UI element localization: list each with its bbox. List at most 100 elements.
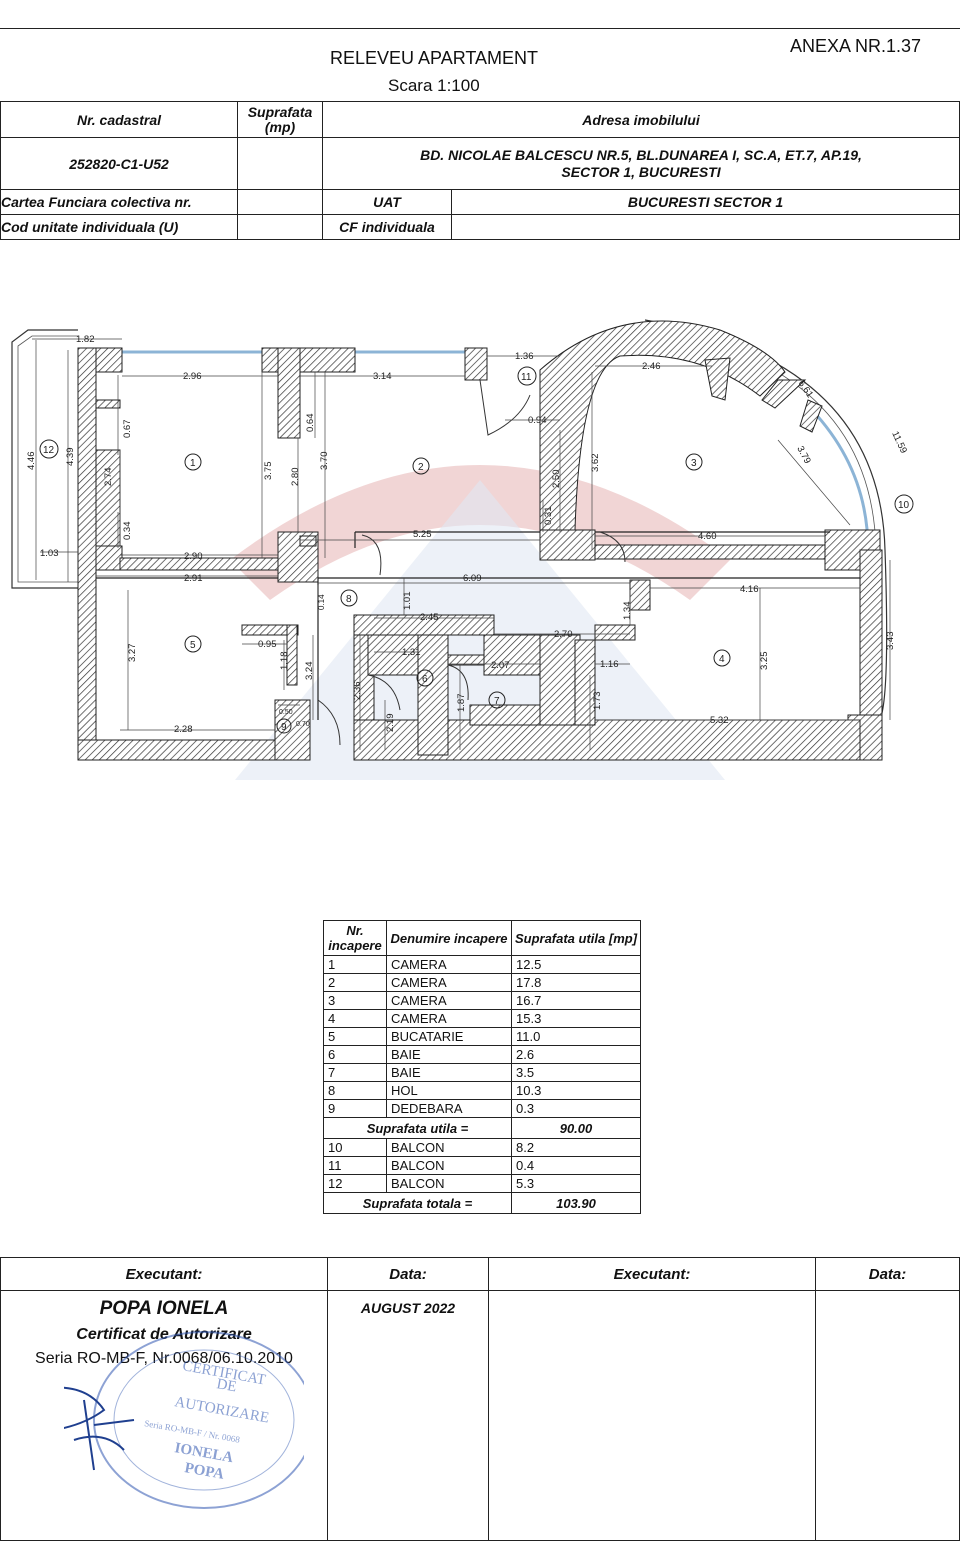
adresa-line-2: SECTOR 1, BUCURESTI (561, 163, 721, 180)
dim-4.46: 4.46 (26, 452, 37, 471)
totala-label: Suprafata totala = (323, 1192, 512, 1214)
dim-1.31: 1.31 (402, 647, 421, 658)
cell-nr: 11 (323, 1156, 387, 1175)
date-cell: AUGUST 2022 (327, 1290, 489, 1541)
dim-2.96: 2.96 (183, 371, 202, 382)
date-value: AUGUST 2022 (360, 1300, 456, 1316)
room-label-9: 9 (281, 722, 287, 733)
dim-1.18: 1.18 (279, 652, 290, 671)
room-label-8: 8 (346, 594, 352, 605)
dim-3.62: 3.62 (590, 454, 601, 473)
property-info-table: Nr. cadastral Suprafata (mp) Adresa imob… (0, 101, 960, 240)
dim-0.94: 0.94 (528, 415, 547, 426)
dim-0.70: 0.70 (296, 721, 310, 728)
dim-2.80: 2.80 (290, 468, 301, 487)
cell-denumire: CAMERA (386, 1009, 512, 1028)
col-header-suprafata: Suprafata utila [mp] (511, 920, 641, 956)
dim-1.03: 1.03 (40, 548, 59, 559)
data-label: Data: (327, 1257, 489, 1291)
dim-1.87: 1.87 (456, 694, 467, 713)
dim-2.36: 2.36 (352, 682, 363, 701)
adresa-label: Adresa imobilului (322, 101, 960, 138)
nr-cadastral-value: 252820-C1-U52 (0, 137, 238, 190)
dim-0.34: 0.34 (122, 522, 133, 541)
room-label-3: 3 (691, 458, 697, 469)
certificate-series: Seria RO-MB-F, Nr.0068/06.10.2010 (35, 1350, 293, 1367)
dim-3.75: 3.75 (263, 462, 274, 481)
cell-denumire: BAIE (386, 1063, 512, 1082)
annex-label: ANEXA NR.1.37 (790, 36, 922, 56)
utila-total-row: Suprafata utila = 90.00 (323, 1117, 641, 1139)
authorization-stamp: CERTIFICAT DE AUTORIZARE Seria RO-MB-F /… (64, 1331, 304, 1509)
cell-denumire: CAMERA (386, 991, 512, 1010)
cell-denumire: BALCON (386, 1138, 512, 1157)
cell-suprafata: 10.3 (511, 1081, 641, 1100)
dim-3.27: 3.27 (127, 644, 138, 663)
cell-nr: 3 (323, 991, 387, 1010)
dim-6.09: 6.09 (463, 573, 482, 584)
dim-2.74: 2.74 (103, 468, 114, 487)
cell-nr: 9 (323, 1099, 387, 1118)
dim-1.82: 1.82 (76, 334, 95, 345)
cell-denumire: HOL (386, 1081, 512, 1100)
cell-suprafata: 0.3 (511, 1099, 641, 1118)
dim-0.95: 0.95 (258, 639, 277, 650)
dim-4.60: 4.60 (698, 531, 717, 542)
cell-suprafata: 0.4 (511, 1156, 641, 1175)
cell-denumire: BAIE (386, 1045, 512, 1064)
room-label-11: 11 (521, 372, 532, 383)
room-label-10: 10 (898, 500, 910, 511)
cell-suprafata: 3.5 (511, 1063, 641, 1082)
cell-nr: 6 (323, 1045, 387, 1064)
dim-3.14: 3.14 (373, 371, 392, 382)
dim-2.46: 2.46 (642, 361, 661, 372)
dim-1.73: 1.73 (592, 692, 603, 711)
suprafata-value (237, 137, 323, 190)
nr-cadastral-label: Nr. cadastral (0, 101, 238, 138)
cell-suprafata: 12.5 (511, 955, 641, 974)
dim-3.25: 3.25 (759, 652, 770, 671)
uat-value: BUCURESTI SECTOR 1 (451, 189, 960, 215)
totala-total-row: Suprafata totala = 103.90 (323, 1192, 641, 1214)
cell-nr: 4 (323, 1009, 387, 1028)
utila-label: Suprafata utila = (323, 1117, 512, 1139)
top-rule (0, 28, 960, 29)
signature-icon (64, 1386, 135, 1471)
cell-nr: 1 (323, 955, 387, 974)
executant-2-cell (488, 1290, 816, 1541)
dim-0.31: 0.31 (543, 507, 554, 526)
dim-0.50: 0.50 (279, 709, 293, 716)
dim-2.19: 2.19 (385, 714, 396, 733)
cell-nr: 8 (323, 1081, 387, 1100)
dim-0.14: 0.14 (317, 594, 326, 610)
dim-5.32: 5.32 (710, 715, 729, 726)
cell-nr: 5 (323, 1027, 387, 1046)
executant-2-label: Executant: (488, 1257, 816, 1291)
dim-1.34: 1.34 (622, 602, 633, 621)
cell-denumire: BALCON (386, 1156, 512, 1175)
adresa-line-1: BD. NICOLAE BALCESCU NR.5, BL.DUNAREA I,… (420, 146, 862, 163)
utila-value: 90.00 (511, 1117, 641, 1139)
dim-1.01: 1.01 (402, 592, 413, 611)
dim-2.70: 2.70 (554, 629, 573, 640)
walls (77, 320, 883, 761)
dim-2.45: 2.45 (420, 612, 439, 623)
cf-colectiva-value (237, 189, 323, 215)
dim-6.61: 6.61 (796, 378, 816, 399)
cell-denumire: BUCATARIE (386, 1027, 512, 1046)
dim-0.67: 0.67 (122, 420, 133, 439)
cell-denumire: CAMERA (386, 955, 512, 974)
scale-label: Scara 1:100 (388, 76, 480, 95)
cell-nr: 2 (323, 973, 387, 992)
col-header-denumire: Denumire incapere (386, 920, 512, 956)
dim-3.70: 3.70 (319, 452, 330, 471)
dim-2.07: 2.07 (491, 660, 510, 671)
dim-2.90: 2.90 (184, 551, 203, 562)
dim-2.28: 2.28 (174, 724, 193, 735)
